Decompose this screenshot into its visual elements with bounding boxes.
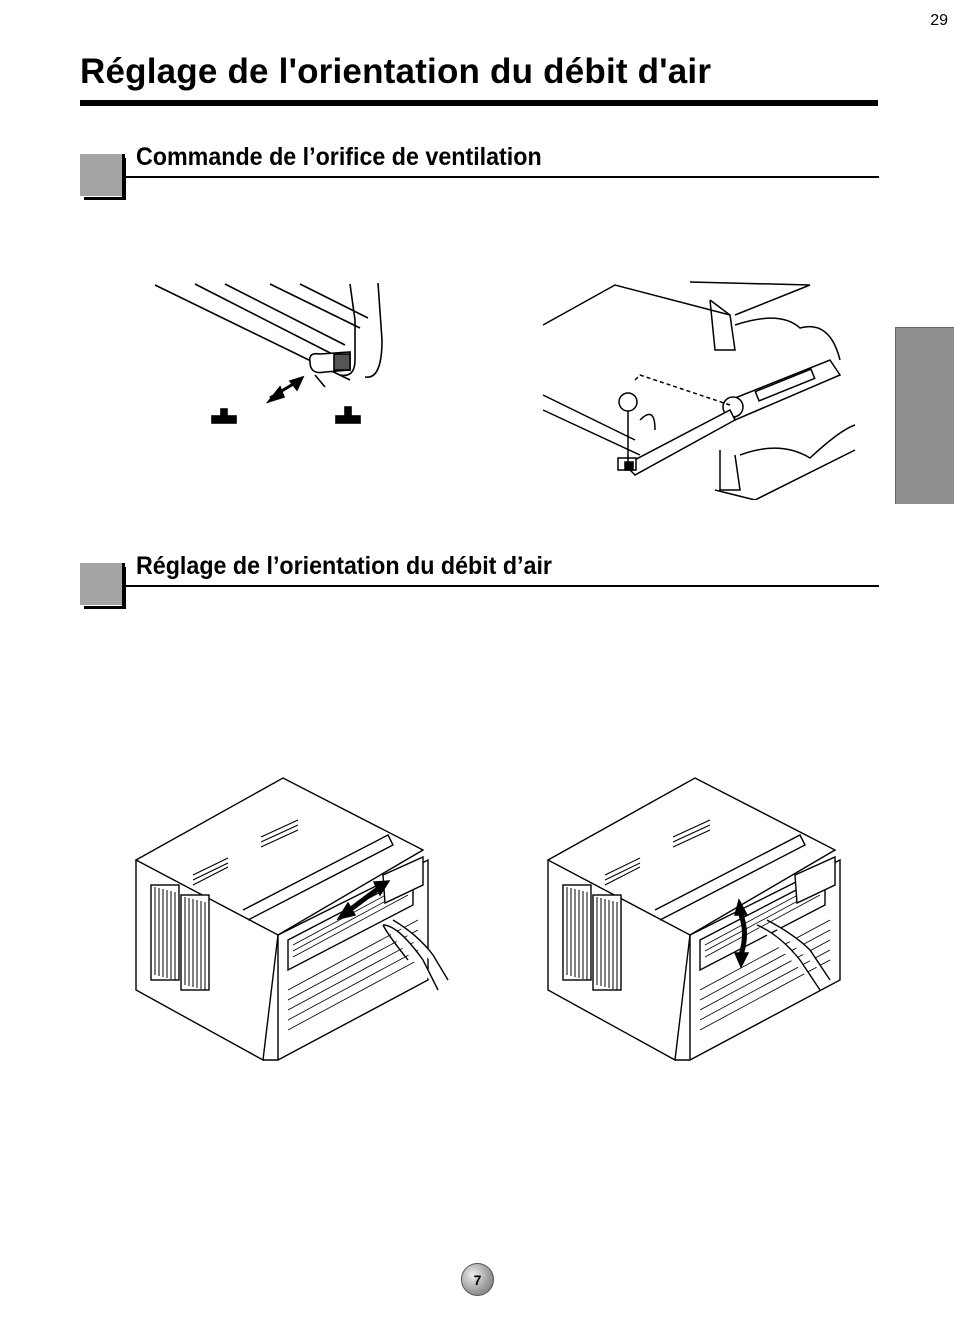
title-rule — [80, 100, 878, 106]
side-tab — [895, 327, 954, 504]
section-rule — [124, 585, 879, 587]
air-conditioner-vertical-illustration — [546, 777, 841, 1062]
section-marker — [80, 154, 126, 200]
section-heading-airflow: Réglage de l’orientation du débit d’air — [136, 552, 552, 580]
vent-lever-unit-illustration — [542, 281, 856, 500]
page-number: 29 — [930, 12, 948, 29]
section-heading-vent-control: Commande de l’orifice de ventilation — [136, 143, 542, 171]
section-marker — [80, 563, 126, 609]
section-rule — [124, 176, 879, 178]
vent-lever-illustration — [154, 282, 383, 424]
page-title: Réglage de l'orientation du débit d'air — [80, 52, 712, 91]
page-badge: 7 — [461, 1263, 494, 1296]
air-conditioner-horizontal-illustration — [134, 777, 449, 1062]
